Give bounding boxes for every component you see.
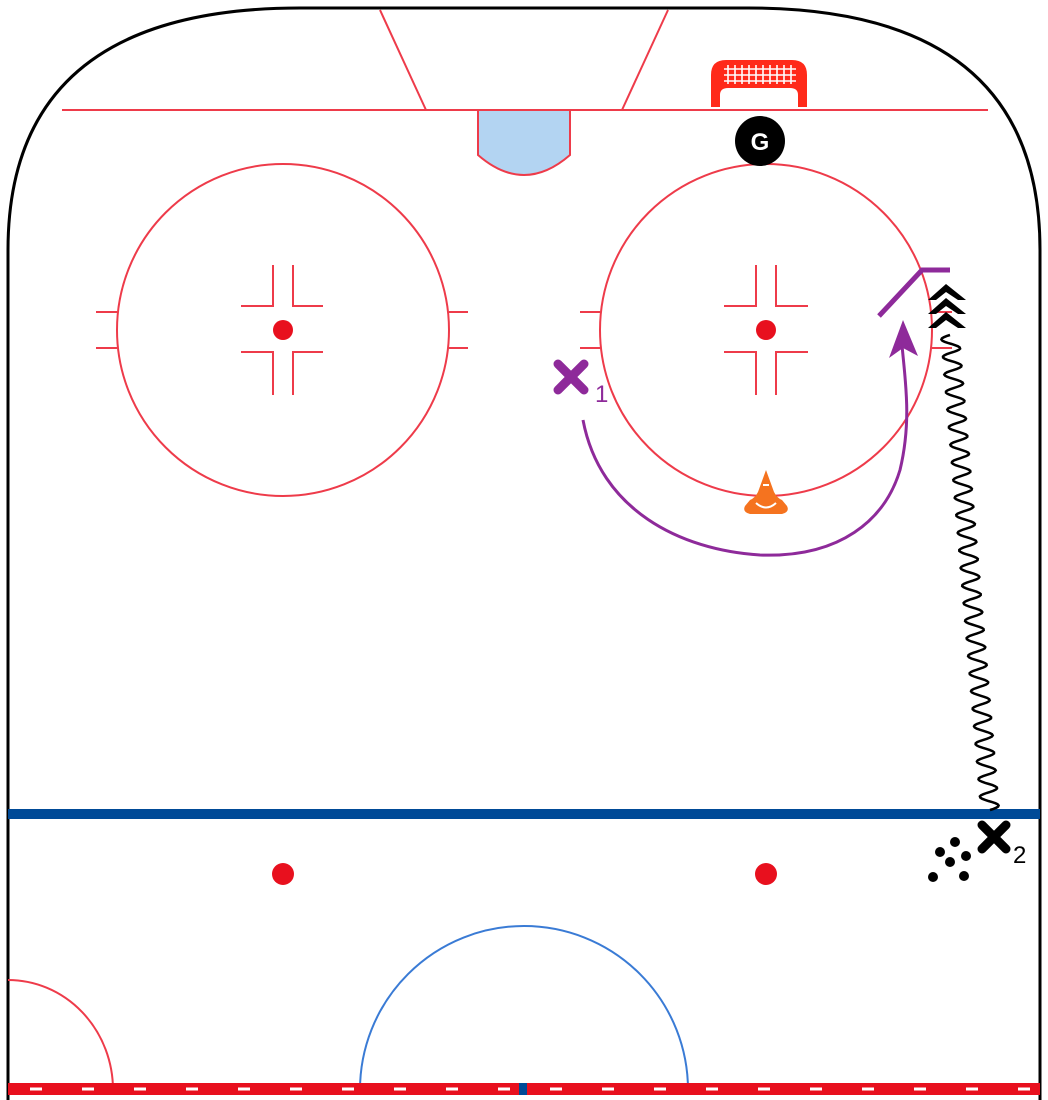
faceoff-dot-left (273, 320, 293, 340)
goal-crease (477, 109, 571, 176)
chevron-stop-icon (928, 284, 966, 328)
puck-pile-icon (928, 837, 971, 882)
blue-line (8, 809, 1040, 819)
traffic-cone-icon (744, 470, 788, 514)
neutral-dot-left (272, 863, 294, 885)
rink-boards (6, 6, 1042, 1100)
stop-mark (877, 267, 950, 318)
faceoff-dot-right (756, 320, 776, 340)
x-mark-icon (553, 359, 589, 395)
player-1-marker: 1 (553, 359, 608, 408)
faceoff-circle-right (580, 163, 952, 497)
neutral-dot-right (755, 863, 777, 885)
goalie-icon: G (735, 116, 785, 166)
trapezoid-line-left (379, 9, 427, 111)
net-icon (711, 60, 807, 107)
x-mark-icon (977, 820, 1011, 854)
player-2-marker: 2 (977, 820, 1026, 869)
faceoff-circle-left (96, 163, 468, 497)
player-1-number: 1 (595, 381, 608, 408)
player-2-number: 2 (1013, 842, 1026, 869)
player-1-skate-path (581, 267, 950, 557)
trapezoid-line-right (621, 9, 669, 111)
player-2-stickhandle-path (928, 284, 1001, 812)
center-circle (359, 925, 689, 1091)
referee-crease-arc (7, 979, 114, 1091)
skate-arrowhead (889, 320, 918, 358)
goalie-label: G (751, 129, 770, 156)
center-red-line (8, 1083, 1040, 1095)
